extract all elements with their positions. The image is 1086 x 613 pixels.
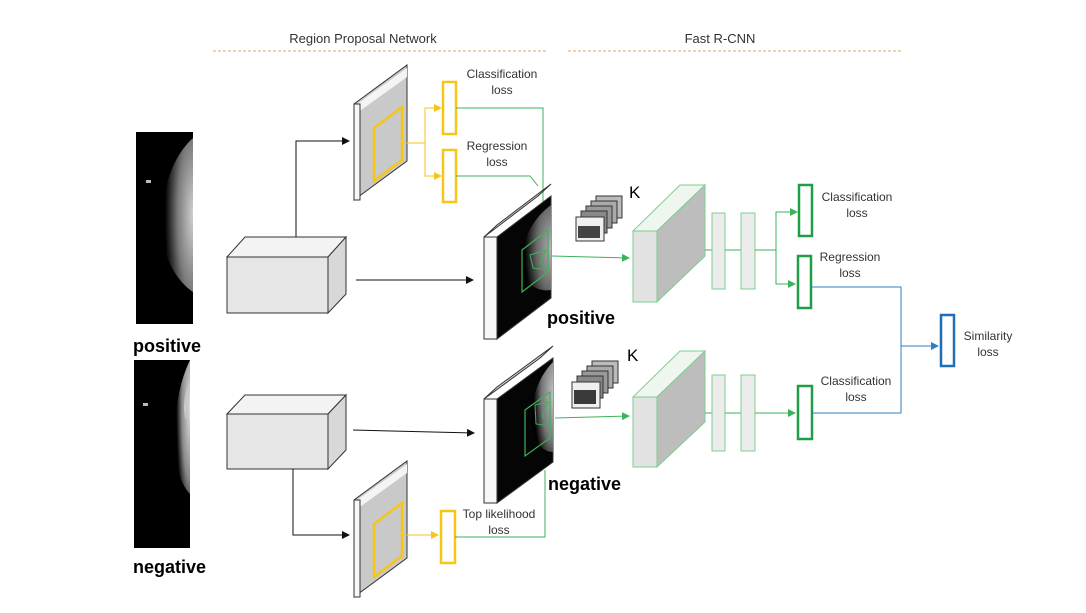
rpn-slab-top <box>353 64 408 201</box>
arrow-rpn-to-cls-top <box>402 104 442 144</box>
head-block-bottom <box>631 349 707 469</box>
feature-map-positive-label: positive <box>547 308 615 328</box>
backbone-block-top <box>225 235 348 315</box>
similarity-box <box>939 313 956 368</box>
backbone-block-bottom <box>225 393 348 471</box>
head-block-top <box>631 183 707 304</box>
section-title-fast-rcnn: Fast R-CNN <box>685 31 756 46</box>
fc1-bottom <box>711 374 726 452</box>
green-link-reg-to-feature-top <box>456 175 539 187</box>
feature-map-positive <box>483 183 552 341</box>
fc2-top <box>740 212 756 290</box>
fc2-bottom <box>740 374 756 452</box>
rpn-reg-box-top <box>441 148 458 204</box>
blue-link-bottom <box>812 346 902 414</box>
head-cls-box-bottom <box>796 384 814 441</box>
arrow-backbone-to-rpn-top <box>295 137 350 237</box>
section-title-rpn: Region Proposal Network <box>289 31 437 46</box>
green-link-topk-to-feature-bottom <box>455 470 546 538</box>
rpn-cls-box-top <box>441 80 458 136</box>
roi-stack-top <box>575 195 623 242</box>
feature-map-negative <box>483 345 554 504</box>
arrow-fc-to-reg-top <box>775 250 796 288</box>
rpn-topk-box-bottom <box>439 509 457 565</box>
feature-map-negative-label: negative <box>548 474 621 494</box>
roi-stack-bottom <box>571 360 619 409</box>
blue-link-top <box>812 286 902 346</box>
positive-input-label: positive <box>133 336 201 356</box>
arrow-feature-to-head-bottom <box>554 412 630 421</box>
rpn-slab-bottom <box>353 460 408 598</box>
roi-k-label-bottom: K <box>627 346 639 365</box>
arrow-rpn-to-reg-top <box>424 143 442 180</box>
head-cls-box-top <box>797 183 814 238</box>
negative-input-label: negative <box>133 557 206 577</box>
arrow-fc-to-cls-top <box>755 208 798 251</box>
head-reg-box-top <box>796 254 813 310</box>
negative-mammogram <box>134 360 190 548</box>
arrow-feature-to-head-top <box>551 253 630 262</box>
arrow-backbone-to-rpn-bottom <box>292 469 350 539</box>
fc1-top <box>711 212 726 290</box>
green-link-cls-to-feature-top <box>456 107 544 248</box>
arrow-backbone-to-feature-bottom <box>352 428 475 437</box>
roi-k-label-top: K <box>629 183 641 202</box>
positive-mammogram <box>136 132 193 324</box>
